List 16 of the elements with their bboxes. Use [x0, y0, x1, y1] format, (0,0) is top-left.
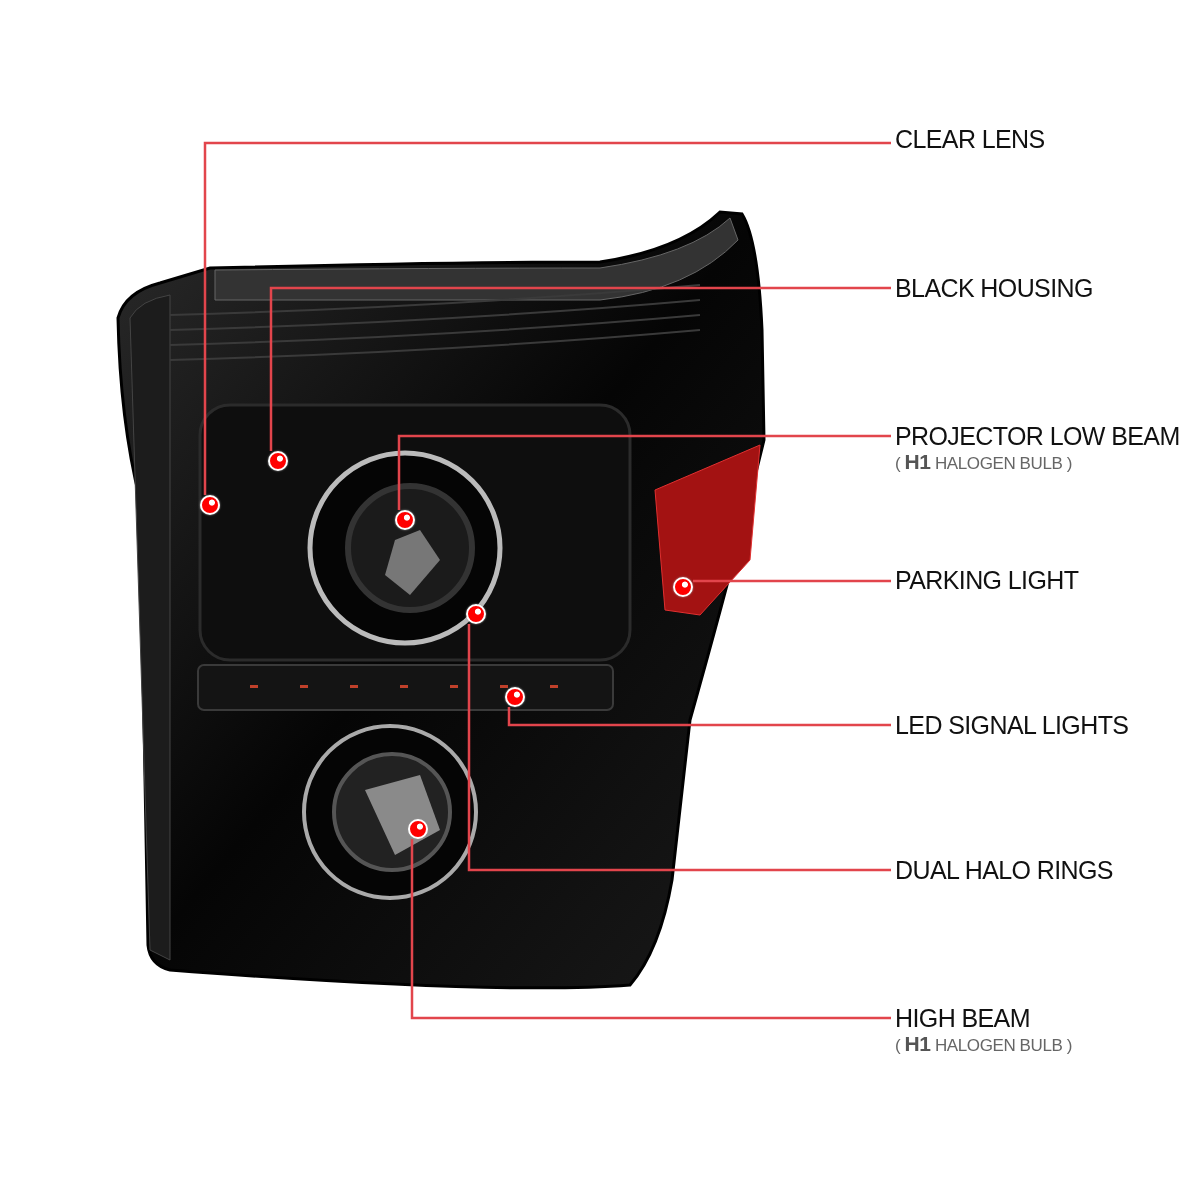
leader-line: [397, 434, 891, 510]
part-label: HIGH BEAM: [895, 1003, 1031, 1033]
leader-line: [410, 839, 891, 1020]
leader-line: [269, 286, 891, 451]
part-label: BLACK HOUSING: [895, 273, 1093, 303]
leader-line: [467, 624, 891, 872]
part-label: PARKING LIGHT: [895, 565, 1079, 595]
bulb-note: ( H1 HALOGEN BULB ): [895, 451, 1073, 475]
part-label: DUAL HALO RINGS: [895, 855, 1113, 885]
part-label: LED SIGNAL LIGHTS: [895, 710, 1129, 740]
bulb-note: ( H1 HALOGEN BULB ): [895, 1033, 1072, 1057]
leader-line: [203, 141, 891, 495]
part-label: PROJECTOR LOW BEAM: [895, 421, 1180, 451]
leader-line: [507, 707, 891, 727]
leader-line: [693, 579, 891, 583]
part-label: CLEAR LENS: [895, 124, 1045, 154]
